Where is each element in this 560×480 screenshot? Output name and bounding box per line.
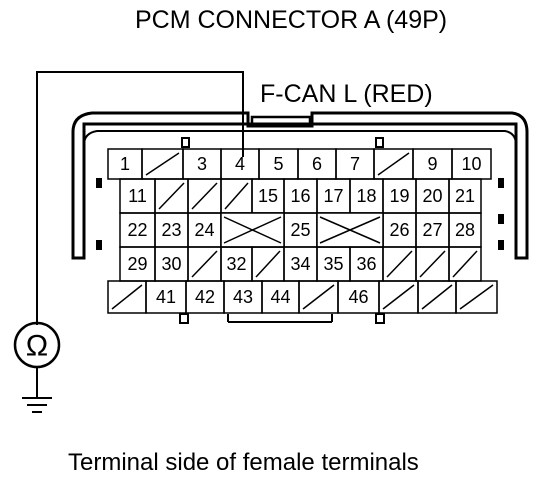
- ground-icon: [22, 397, 52, 413]
- caption-text: Terminal side of female terminals: [68, 449, 419, 476]
- terminal-label: 36: [356, 254, 376, 274]
- ohm-symbol: Ω: [26, 330, 48, 363]
- terminal-label: 20: [422, 186, 442, 206]
- terminal-cell: [455, 280, 498, 314]
- connector-housing: [71, 111, 529, 324]
- terminal-label: 10: [461, 154, 481, 174]
- terminal-label: 26: [389, 220, 409, 240]
- terminal-label: 32: [226, 254, 246, 274]
- connector-title: PCM CONNECTOR A (49P): [135, 6, 447, 34]
- terminal-label: 5: [273, 154, 283, 174]
- terminal-label: 43: [233, 287, 253, 307]
- terminal-label: 9: [427, 154, 437, 174]
- unused-terminal-slash: [459, 284, 494, 310]
- terminal-label: 16: [290, 186, 310, 206]
- terminal-label: 44: [270, 287, 290, 307]
- terminal-label: 6: [312, 154, 322, 174]
- blocked-x-line: [319, 216, 381, 244]
- wire-label: F-CAN L (RED): [260, 80, 433, 108]
- terminal-label: 35: [323, 254, 343, 274]
- terminal-label: 4: [235, 154, 245, 174]
- terminal-label: 21: [455, 186, 475, 206]
- terminal-label: 18: [356, 186, 376, 206]
- unused-terminal-slash: [421, 284, 453, 310]
- terminal-label: 22: [127, 220, 147, 240]
- terminal-label: 11: [128, 186, 147, 206]
- terminal-label: 42: [195, 287, 215, 307]
- terminal-label: 30: [161, 254, 181, 274]
- terminal-label: 34: [290, 254, 310, 274]
- unused-terminal-slash: [224, 182, 249, 210]
- unused-terminal-slash: [377, 152, 410, 176]
- terminal-label: 3: [197, 154, 207, 174]
- terminal-label: 1: [120, 154, 130, 174]
- terminal-label: 24: [194, 220, 214, 240]
- terminal-label: 17: [323, 186, 343, 206]
- terminal-label: 23: [161, 220, 181, 240]
- terminal-label: 28: [455, 220, 475, 240]
- terminal-label: 41: [156, 287, 176, 307]
- unused-terminal-slash: [191, 250, 218, 278]
- terminal-label: 25: [290, 220, 310, 240]
- unused-terminal-slash: [419, 250, 446, 278]
- unused-terminal-slash: [255, 250, 281, 278]
- unused-terminal-slash: [452, 250, 478, 278]
- unused-terminal-slash: [386, 250, 413, 278]
- unused-terminal-slash: [302, 284, 335, 310]
- terminal-label: 19: [389, 186, 409, 206]
- unused-terminal-slash: [145, 152, 180, 176]
- unused-terminal-slash: [158, 182, 185, 210]
- terminal-label: 7: [350, 154, 360, 174]
- terminal-label: 29: [127, 254, 147, 274]
- terminal-label: 15: [258, 186, 278, 206]
- unused-terminal-slash: [191, 182, 218, 210]
- unused-terminal-slash: [382, 284, 415, 310]
- terminal-label: 46: [348, 287, 368, 307]
- blocked-x-line: [223, 216, 282, 244]
- unused-terminal-slash: [111, 284, 143, 310]
- terminal-label: 27: [422, 220, 442, 240]
